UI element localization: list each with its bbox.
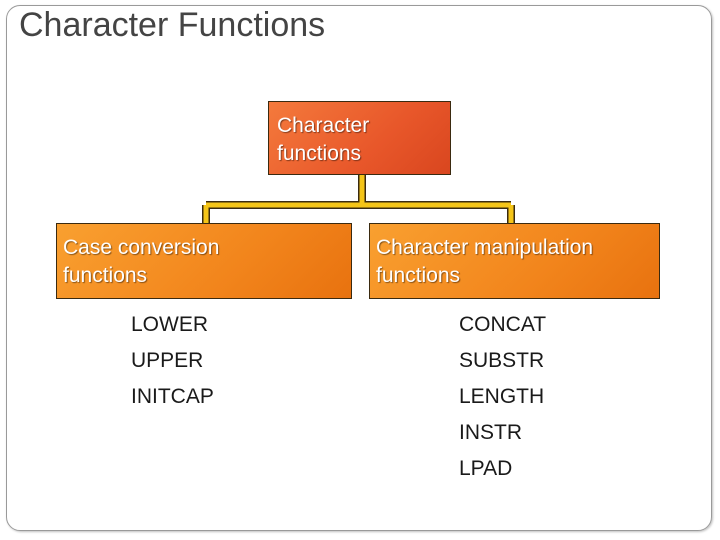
root-node: Character functions [268, 101, 451, 175]
connector-outline [202, 175, 515, 224]
character-manipulation-label-line1: Character manipulation [376, 236, 594, 259]
function-item: SUBSTR [459, 349, 545, 372]
slide-title: Character Functions [19, 6, 326, 44]
slide-frame [6, 5, 712, 531]
case-conversion-label-line1: Case conversion [63, 236, 220, 259]
function-item: LPAD [459, 457, 513, 480]
function-item: CONCAT [459, 313, 547, 336]
case-conversion-node: Case conversion functions [56, 223, 352, 299]
function-item: INITCAP [131, 385, 214, 408]
root-node-label-line1: Character [277, 114, 370, 137]
case-conversion-label-line2: functions [63, 264, 148, 287]
case-conversion-function-list: LOWER UPPER INITCAP [131, 307, 214, 415]
connector-line [203, 175, 514, 224]
function-item: INSTR [459, 421, 522, 444]
character-manipulation-label-line2: functions [376, 264, 461, 287]
character-manipulation-function-list: CONCAT SUBSTR LENGTH INSTR LPAD [459, 307, 546, 487]
function-item: LENGTH [459, 385, 545, 408]
character-manipulation-node: Character manipulation functions [369, 223, 660, 299]
function-item: UPPER [131, 349, 204, 372]
function-item: LOWER [131, 313, 209, 336]
root-node-label-line2: functions [277, 142, 362, 165]
